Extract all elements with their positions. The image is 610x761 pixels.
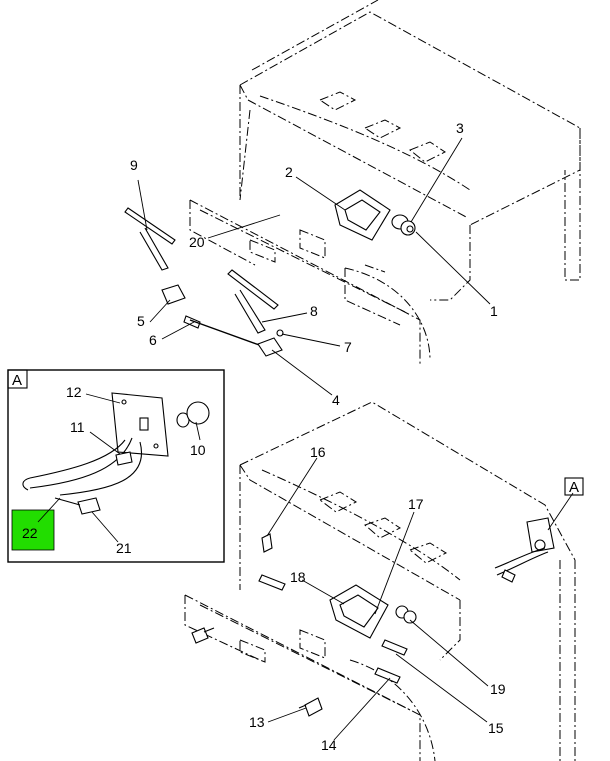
callout-15[interactable]: 15 xyxy=(488,720,504,736)
lower-assembly xyxy=(191,517,555,717)
callout-17[interactable]: 17 xyxy=(408,496,424,512)
callout-16[interactable]: 16 xyxy=(310,444,326,460)
callout-20[interactable]: 20 xyxy=(189,234,205,250)
callout-6[interactable]: 6 xyxy=(149,332,157,348)
upper-assembly xyxy=(124,189,416,357)
leader-lines xyxy=(37,137,574,741)
callout-5[interactable]: 5 xyxy=(137,313,145,329)
callout-14[interactable]: 14 xyxy=(321,737,337,753)
lower-cab-outline xyxy=(184,401,576,761)
callout-12[interactable]: 12 xyxy=(66,384,82,400)
callout-11[interactable]: 11 xyxy=(70,419,85,435)
svg-text:A[interactable]: A xyxy=(569,479,579,496)
callout-2[interactable]: 2 xyxy=(285,164,293,180)
detail-label: A xyxy=(12,372,22,389)
callout-22[interactable]: 22 xyxy=(22,525,38,541)
callout-8[interactable]: 8 xyxy=(310,303,318,319)
callout-10[interactable]: 10 xyxy=(190,442,206,458)
callout-numbers: 3 2 1 9 20 5 6 8 7 4 12 11 10 21 16 17 1… xyxy=(66,120,506,753)
callout-13[interactable]: 13 xyxy=(249,714,265,730)
callout-19[interactable]: 19 xyxy=(490,681,506,697)
callout-4[interactable]: 4 xyxy=(332,392,340,408)
callout-18[interactable]: 18 xyxy=(290,569,306,585)
callout-21[interactable]: 21 xyxy=(116,540,132,556)
callout-22-highlight[interactable]: 22 xyxy=(11,509,55,551)
callout-3[interactable]: 3 xyxy=(456,120,464,136)
detail-tag-a[interactable]: A xyxy=(564,477,584,496)
callout-9[interactable]: 9 xyxy=(130,157,138,173)
detail-view-a: A xyxy=(7,369,225,563)
upper-cab-outline xyxy=(189,0,581,365)
callout-7[interactable]: 7 xyxy=(344,339,352,355)
callout-1[interactable]: 1 xyxy=(490,303,498,319)
